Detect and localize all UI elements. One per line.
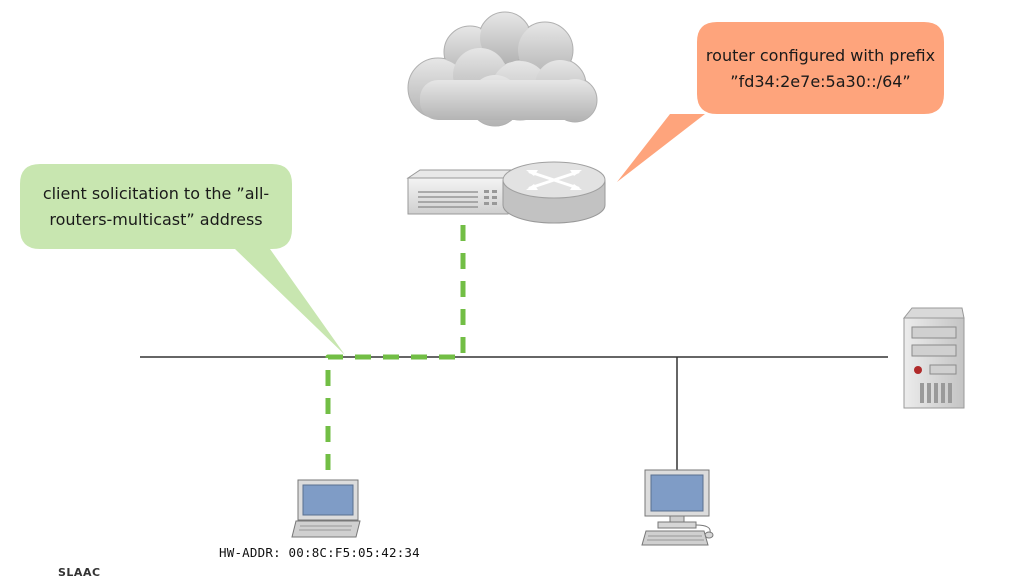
router-callout-line1: router configured with prefix <box>705 46 936 65</box>
client-callout-line1: client solicitation to the ”all- <box>42 184 270 203</box>
router-icon <box>406 161 606 224</box>
client-callout <box>20 164 345 355</box>
solicitation-path <box>325 212 466 470</box>
router-callout-line2: ”fd34:2e7e:5a30::/64” <box>730 72 911 91</box>
server-icon <box>902 307 965 409</box>
client-callout-text: client solicitation to the ”all- routers… <box>20 181 292 233</box>
footer-title: SLAAC <box>58 566 101 579</box>
laptop-hw-address: HW-ADDR: 00:8C:F5:05:42:34 <box>219 545 420 560</box>
laptop-icon <box>291 479 361 538</box>
client-callout-line2: routers-multicast” address <box>49 210 263 229</box>
router-callout-text: router configured with prefix ”fd34:2e7e… <box>697 43 944 95</box>
router-callout <box>617 22 944 182</box>
desktop-icon <box>641 469 714 546</box>
cloud-icon <box>407 11 598 127</box>
